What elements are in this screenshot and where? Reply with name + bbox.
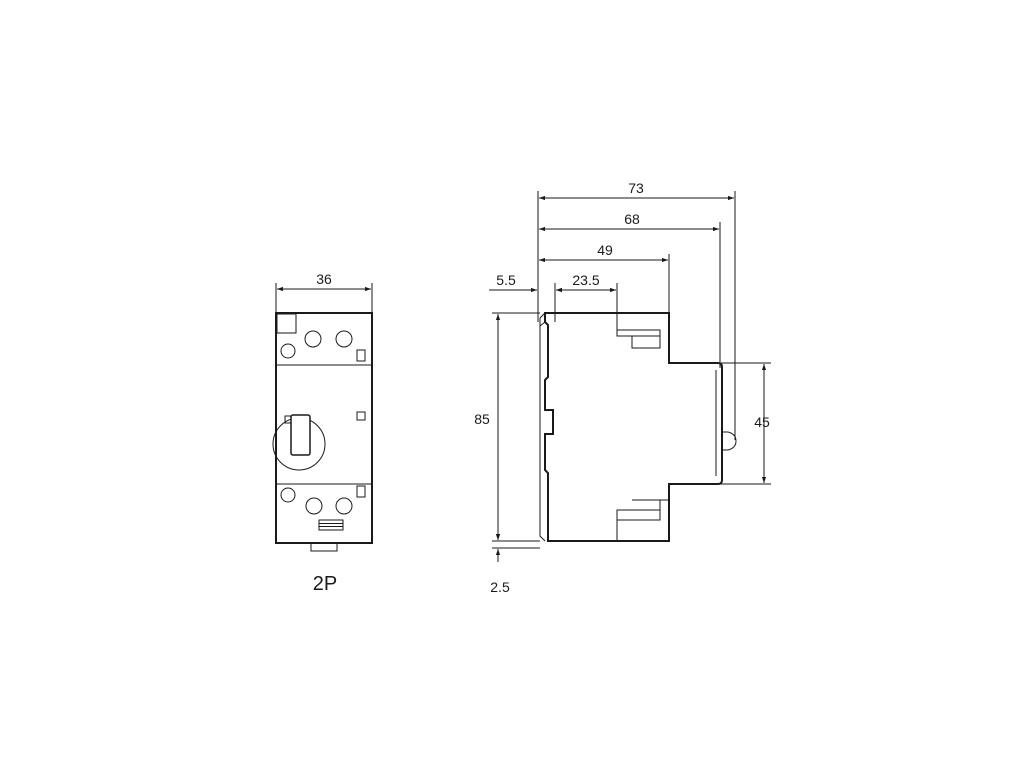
bottom-terminal-screw-small (280, 487, 296, 503)
side-view: 73 68 49 23.5 5.5 85 2.5 45 (474, 180, 771, 595)
top-terminal-screw-block (631, 336, 661, 349)
vent-grille (318, 519, 344, 531)
toggle-lever (290, 414, 311, 456)
bottom-terminal-screw-2 (335, 497, 353, 515)
dim-text-49: 49 (597, 242, 613, 258)
front-width-dim-text: 36 (316, 271, 332, 287)
dim-text-73: 73 (628, 180, 644, 196)
dim-text-5-5: 5.5 (496, 272, 516, 288)
side-toggle-knob (722, 431, 737, 451)
top-terminal-slot (616, 329, 661, 337)
dim-text-45: 45 (754, 414, 770, 430)
top-terminal-screw-1 (304, 330, 322, 348)
bottom-terminal-screw-1 (305, 497, 323, 515)
toggle-lever-tab (284, 415, 292, 424)
din-clip (310, 542, 338, 552)
front-top-label-box (276, 313, 297, 334)
dim-text-2-5: 2.5 (490, 579, 510, 595)
front-view: 36 2P (272, 271, 373, 595)
side-body-inner-edge (539, 312, 546, 542)
dim-text-85: 85 (474, 411, 490, 427)
side-body-outline (544, 312, 723, 542)
top-terminal-screw-small (280, 343, 296, 359)
dim-text-23-5: 23.5 (572, 272, 599, 288)
bottom-terminal-screw-block (632, 499, 661, 510)
bottom-terminal-indicator (356, 485, 366, 498)
bottom-terminal-slot (616, 509, 661, 521)
dim-text-68: 68 (624, 211, 640, 227)
test-button-small (356, 411, 366, 421)
pole-label: 2P (313, 573, 337, 595)
top-terminal-screw-2 (335, 330, 353, 348)
top-terminal-indicator (356, 349, 366, 362)
